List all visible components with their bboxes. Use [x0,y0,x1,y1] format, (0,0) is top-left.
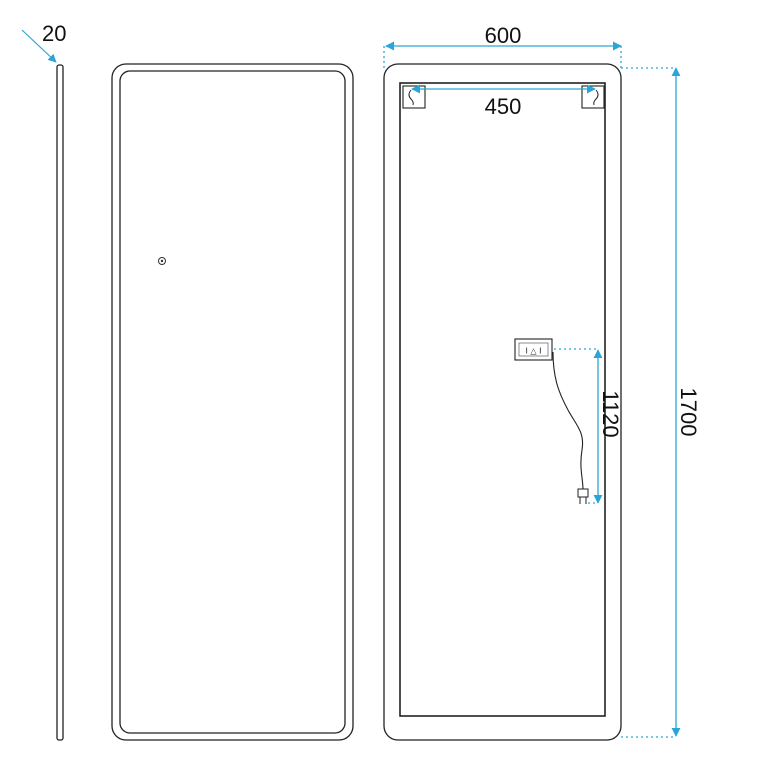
side-view: 20 [21,21,66,741]
switch-box-symbols: I △ I [526,347,542,356]
hanger-spacing-dimension-label: 450 [485,94,522,119]
power-cable [552,351,584,491]
front-glass-inner [119,70,346,734]
front-frame-outer [111,63,354,741]
depth-dimension-label: 20 [42,21,66,46]
touch-sensor-icon [158,257,166,265]
height-dimension-label: 1700 [676,388,701,437]
depth-leader-line [21,29,57,63]
dimension-lines [383,41,681,738]
back-view: I △ I [383,63,622,741]
side-profile [56,64,64,741]
width-dimension-label: 600 [485,23,522,48]
plug-icon [577,488,589,504]
back-panel-inner [399,82,606,717]
front-view [111,63,354,741]
back-frame-outer [383,63,622,741]
switchbox-height-dimension-label: 1120 [598,390,623,437]
switch-box: I △ I [514,338,553,361]
